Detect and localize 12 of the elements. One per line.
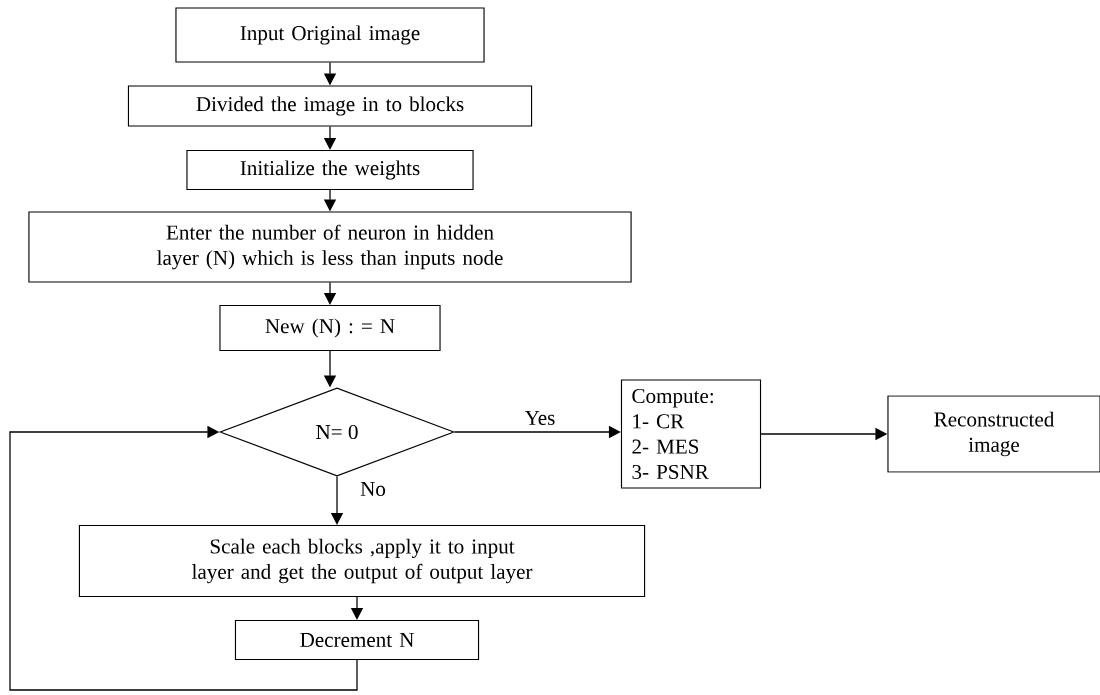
edge-label: No: [358, 480, 388, 498]
arrow: [9, 425, 358, 691]
process-box: Scale each blocks ,apply it to input layer and get the output of output layer: [78, 524, 646, 598]
process-box: New (N) : = N: [219, 304, 441, 352]
process-box: Divided the image in to blocks: [127, 85, 533, 127]
process-box: Compute: 1- CR 2- MES 3- PSNR: [620, 379, 762, 489]
process-box: Decrement N: [234, 619, 480, 661]
process-box: Initialize the weights: [186, 149, 474, 191]
process-box: Input Original image: [175, 7, 485, 63]
process-box: Enter the number of neuron in hidden layer (N) which is less than inputs node: [28, 211, 632, 283]
process-box: Reconstructed image: [887, 395, 1100, 473]
edge-label: Yes: [523, 409, 557, 427]
